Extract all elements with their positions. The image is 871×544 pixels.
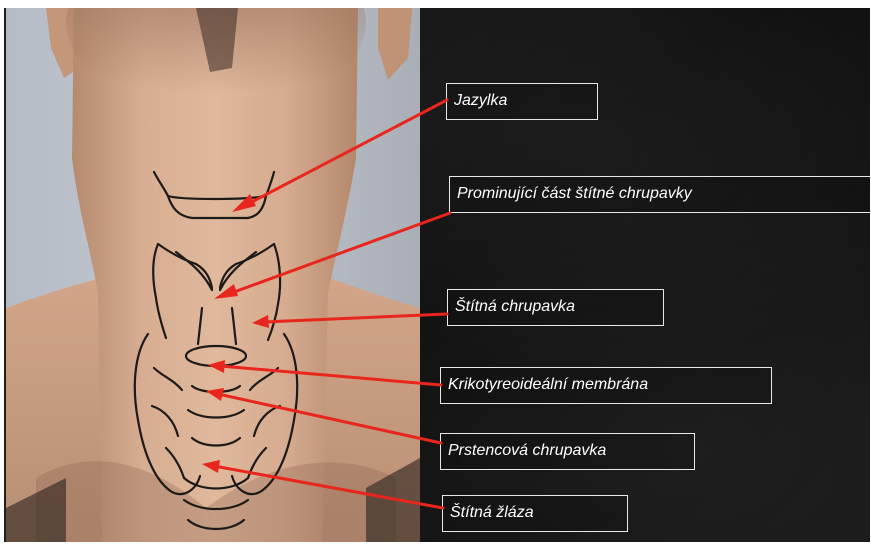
arrowhead-stitna-chrupavka bbox=[252, 315, 269, 328]
arrow-to-prominujici-cast bbox=[226, 213, 450, 295]
arrowhead-prominujici-cast bbox=[214, 284, 238, 299]
arrow-to-stitna-chrupavka bbox=[264, 314, 447, 322]
arrowhead-krikotyreoidealni-membrana bbox=[208, 360, 225, 373]
arrow-to-stitna-zlaza bbox=[214, 466, 443, 508]
pointer-arrows bbox=[6, 8, 870, 542]
arrowhead-stitna-zlaza bbox=[202, 460, 220, 473]
arrow-to-jazylka bbox=[244, 100, 447, 206]
arrow-to-prstencova-chrupavka bbox=[218, 394, 441, 443]
arrowhead-prstencova-chrupavka bbox=[206, 388, 224, 401]
arrowhead-jazylka bbox=[232, 194, 256, 212]
arrow-to-krikotyreoidealni-membrana bbox=[220, 366, 441, 385]
anatomy-slide: Jazylka Prominující část štítné chrupavk… bbox=[4, 8, 870, 542]
